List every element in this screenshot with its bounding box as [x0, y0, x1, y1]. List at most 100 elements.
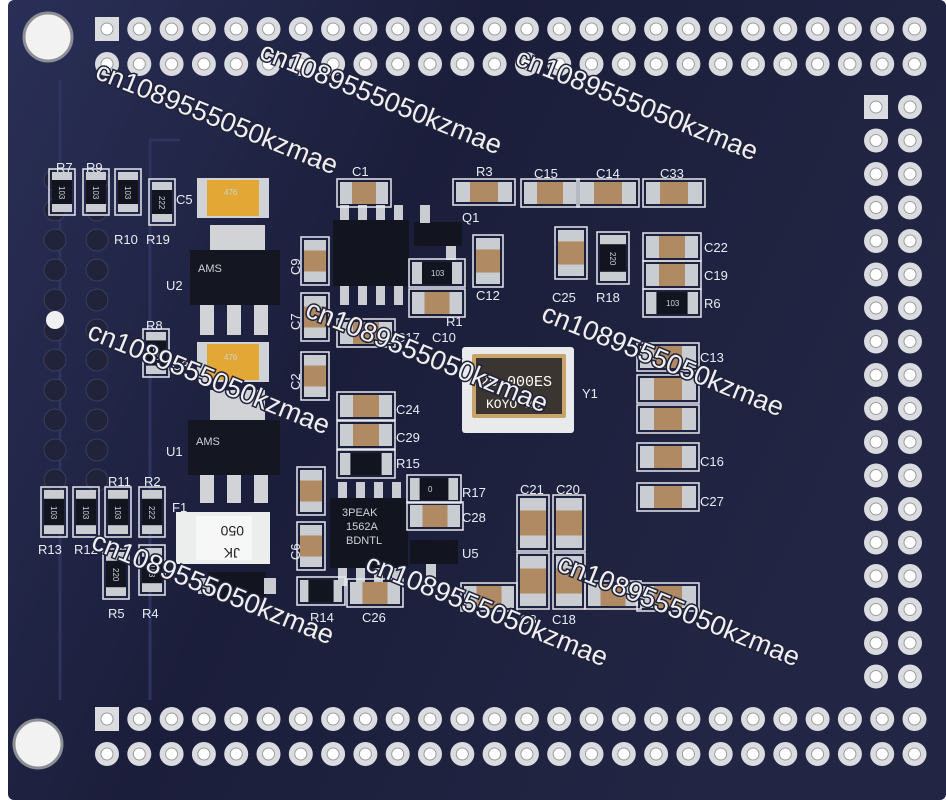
header-pin	[288, 742, 313, 766]
resistor-code: 220	[608, 252, 617, 266]
header-pin	[385, 52, 410, 76]
left-pin	[43, 408, 109, 432]
header-pin	[864, 363, 888, 387]
fuse-f1: 050 JK	[176, 512, 270, 564]
header-pin	[773, 707, 798, 731]
silk-label-r2: R2	[144, 474, 161, 489]
silk-label-c19: C19	[704, 268, 728, 283]
capacitor	[452, 178, 516, 206]
silk-label-c16: C16	[700, 454, 724, 469]
header-pin	[191, 52, 216, 76]
left-header-pins	[43, 168, 109, 492]
header-pin	[191, 707, 216, 731]
capacitor	[300, 351, 330, 401]
header-pin	[95, 17, 119, 41]
header-pin	[224, 742, 249, 766]
capacitor	[642, 178, 706, 208]
left-pin	[43, 228, 109, 252]
transistor-q1	[414, 205, 462, 260]
u1-marking: AMS	[196, 436, 220, 448]
resistor-code: 103	[91, 186, 100, 200]
regulator-u2: AMS	[190, 225, 280, 335]
left-pin	[43, 438, 109, 462]
header-pin	[898, 631, 922, 655]
header-pin	[385, 707, 410, 731]
capacitor	[296, 466, 326, 516]
silk-label-c10: C10	[432, 330, 456, 345]
resistor-code: 103	[431, 269, 445, 278]
capacitor	[520, 178, 580, 208]
header-pin	[95, 52, 119, 76]
header-pin	[482, 742, 507, 766]
header-pin	[898, 128, 922, 153]
silk-label-c5: C5	[176, 192, 193, 207]
header-pin	[256, 707, 281, 731]
header-pin	[579, 17, 604, 41]
header-pin	[898, 530, 922, 555]
header-pin	[547, 707, 572, 731]
capacitor	[552, 552, 586, 610]
silk-label-c13: C13	[700, 350, 724, 365]
capacitor	[300, 236, 330, 286]
header-pin	[579, 52, 604, 76]
header-pin	[837, 707, 862, 731]
crystal-y1: 20.000ES KOYO 2C	[462, 347, 574, 433]
tantalum-cap-c3: 476	[197, 342, 269, 382]
header-pin	[224, 17, 249, 41]
tantalum-cap-c5: 476	[197, 178, 269, 218]
silk-label-c27: C27	[700, 494, 724, 509]
resistor-code: 103	[123, 186, 132, 200]
header-pin	[898, 564, 922, 588]
silk-label-c29: C29	[396, 430, 420, 445]
silk-label-c8: C8	[520, 612, 537, 627]
header-pin	[864, 530, 888, 555]
capacitor	[406, 501, 464, 531]
header-pin	[805, 17, 830, 41]
silk-label-c7: C7	[288, 313, 303, 330]
u2-marking: AMS	[198, 263, 222, 275]
silk-label-r18: R18	[596, 290, 620, 305]
header-pin	[127, 707, 152, 731]
header-pin	[676, 17, 701, 41]
header-pin	[837, 742, 862, 766]
header-pin	[864, 497, 888, 521]
header-pin	[870, 707, 895, 731]
resistor: 103	[104, 486, 132, 538]
capacitor	[336, 391, 396, 421]
silk-label-c26: C26	[362, 610, 386, 625]
resistor-code: 0	[428, 485, 433, 494]
header-pin	[805, 707, 830, 731]
header-pin	[321, 707, 346, 731]
header-pin	[127, 52, 152, 76]
header-pin	[864, 564, 888, 588]
header-pin	[95, 742, 119, 766]
mounting-holes	[12, 11, 74, 770]
header-pin	[864, 597, 888, 622]
regulator-u1: AMS	[188, 390, 280, 503]
header-pin	[256, 52, 281, 76]
header-pin	[611, 742, 636, 766]
resistor-code: 103	[113, 506, 122, 520]
header-pin	[902, 707, 927, 731]
header-pin	[385, 17, 410, 41]
header-pin	[898, 396, 922, 421]
resistor: 103	[40, 486, 68, 538]
header-pin	[288, 17, 313, 41]
header-pin	[898, 497, 922, 521]
header-pin	[191, 742, 216, 766]
header-pin	[898, 363, 922, 387]
capacitor	[296, 521, 326, 571]
header-pin	[95, 707, 119, 731]
header-pin	[256, 17, 281, 41]
header-pin	[902, 52, 927, 76]
header-pin	[482, 52, 507, 76]
header-pin	[676, 52, 701, 76]
silk-label-c17: C17	[396, 330, 420, 345]
header-pin	[870, 17, 895, 41]
header-pin	[676, 707, 701, 731]
silk-label-r17: R17	[462, 485, 486, 500]
header-pin	[418, 742, 442, 766]
header-pin	[864, 262, 888, 287]
silk-label-r7: R7	[56, 160, 73, 175]
capacitor	[636, 442, 700, 472]
